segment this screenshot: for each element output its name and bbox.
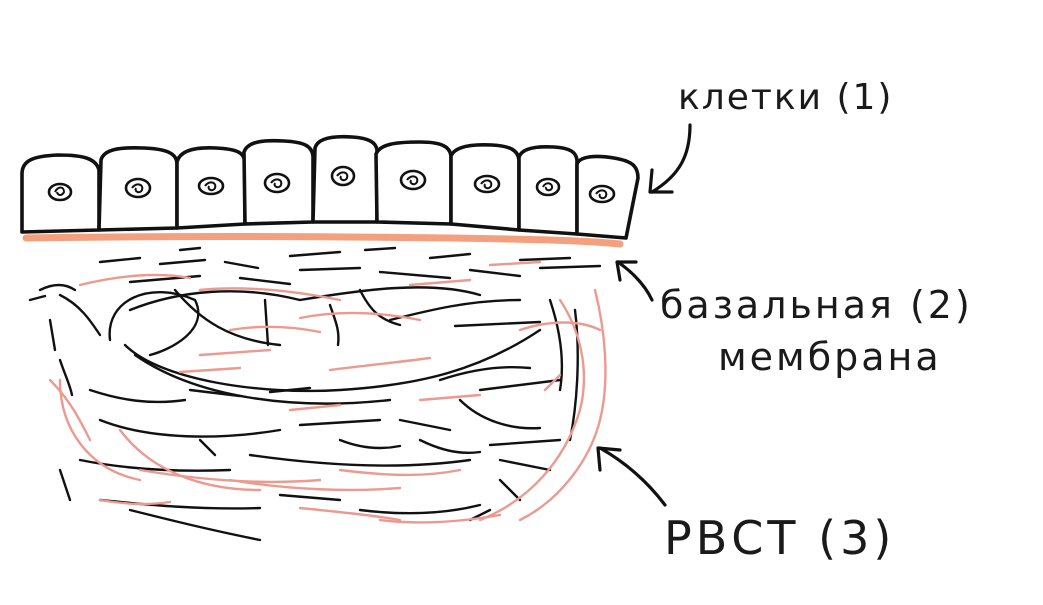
connective-tissue-fibers-black: [28, 246, 602, 542]
cell-nuclei: [47, 165, 616, 204]
basal-membrane: [22, 233, 624, 248]
arrow-to-tissue-head: [596, 446, 622, 472]
arrow-to-membrane: [616, 260, 654, 302]
nucleus: [330, 165, 356, 187]
arrow-to-cells: [650, 123, 692, 194]
nucleus: [263, 172, 291, 194]
nucleus: [535, 177, 561, 197]
label-connective-tissue: РВСТ (3): [664, 511, 896, 565]
connective-tissue-fibers-pink: [48, 260, 607, 524]
nucleus: [124, 177, 152, 199]
pointer-arrows: [596, 123, 692, 507]
nucleus: [197, 176, 225, 196]
label-basal-membrane-line1: базальная (2): [660, 283, 973, 327]
nucleus: [473, 174, 501, 194]
arrow-to-cells-head: [648, 168, 674, 194]
label-basal-membrane-line2: мембрана: [718, 335, 942, 379]
nucleus: [47, 182, 73, 202]
nucleus: [588, 184, 616, 204]
label-cells: клетки (1): [678, 77, 894, 118]
arrow-to-membrane-head: [615, 260, 638, 282]
nucleus-squiggles: [54, 171, 608, 200]
arrow-to-tissue: [598, 446, 667, 507]
nucleus: [399, 169, 427, 191]
